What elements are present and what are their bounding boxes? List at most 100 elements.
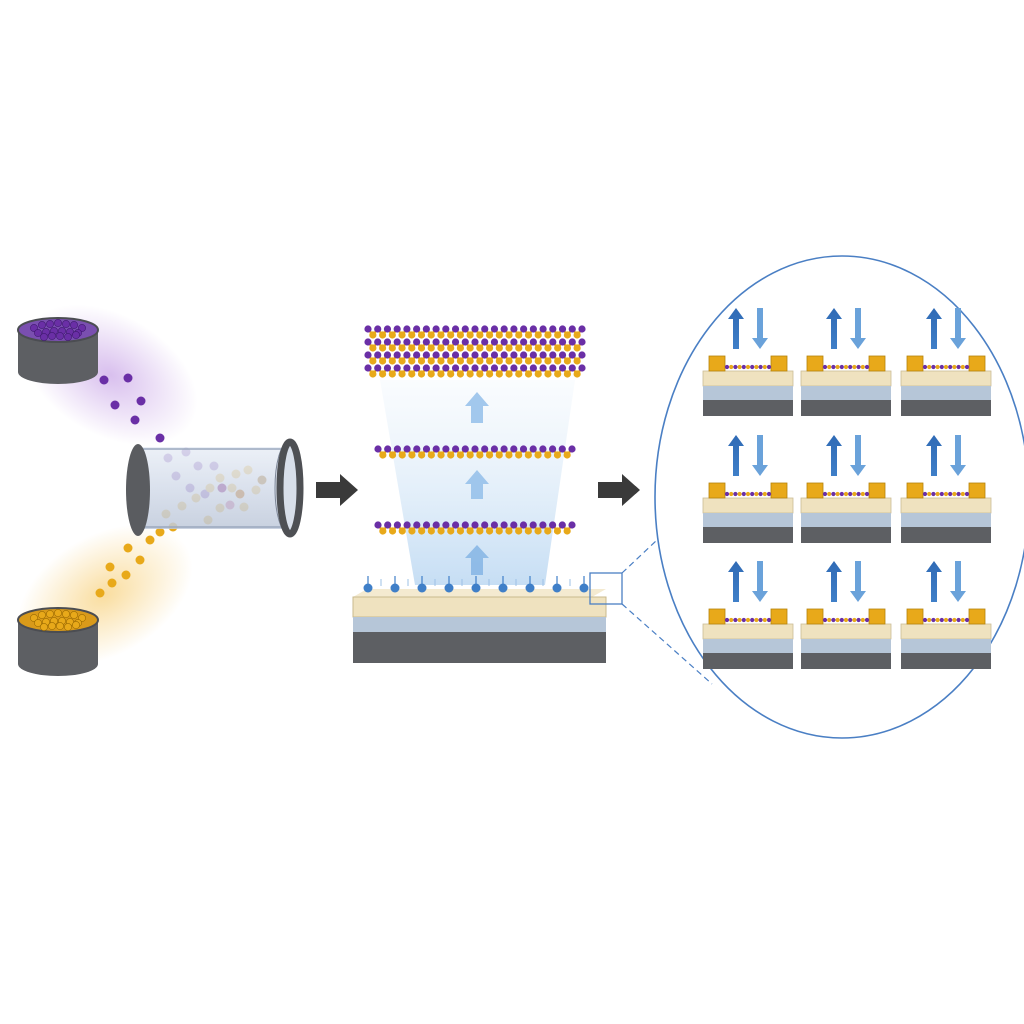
up-arrow-icon [826,308,842,349]
gold-atom [563,344,572,352]
purple-atom [578,364,586,372]
gold-atom [505,344,513,352]
gold-atom [418,527,426,535]
gold-atom [505,451,513,459]
purple-atom [364,338,372,346]
purple-atom [490,521,498,529]
gold-atom [534,527,542,535]
up-arrow-icon [465,392,489,423]
electrode-right [770,482,788,499]
gold-atom [495,451,503,459]
atomic-layer [364,338,586,352]
purple-atom [520,338,528,346]
nucleation-site [579,583,589,593]
gold-atom [437,451,445,459]
electrode-right [770,355,788,372]
gold-atom [505,331,513,339]
gold-atom [408,344,416,352]
purple-atom [383,338,392,346]
purple-atom [451,338,460,346]
purple-atom [393,351,401,359]
nucleation-site [525,583,535,593]
purple-atom [374,445,382,453]
gold-atom [427,331,435,339]
gold-atom [447,451,455,459]
gold-atom [505,370,513,378]
purple-atom [510,521,518,529]
electrode-left [906,482,924,499]
purple-atom [403,338,411,346]
gold-atom [427,357,435,365]
gold-particle [145,535,155,545]
purple-atom [558,351,567,359]
purple-atom [490,351,499,359]
gold-atom [495,370,503,378]
purple-atom [500,325,508,333]
bead [54,319,62,327]
gold-atom [398,527,406,535]
purple-atom [481,351,489,359]
purple-atom [383,325,392,333]
gold-atom [524,527,532,535]
gold-atom [485,331,494,339]
purple-atom [422,521,431,529]
purple-atom [510,364,518,372]
device-array [654,255,1024,739]
gold-atom [495,357,503,365]
gold-atom [466,331,474,339]
up-arrow-icon [728,435,744,476]
gold-atom [485,527,494,535]
up-arrow-icon [465,545,489,575]
purple-particle [110,400,120,410]
electrode-right [868,482,886,499]
gold-atom [573,357,581,365]
purple-beads [30,319,86,341]
gold-atom [573,331,581,339]
electrode-right [968,482,986,499]
purple-atom [558,521,566,529]
bead [34,329,42,337]
atomic-layer [374,445,576,459]
gold-atom [437,370,445,378]
purple-atom [403,325,411,333]
gold-atom [515,344,523,352]
zoom-connector [621,539,658,574]
purple-atom [539,338,547,346]
gold-particle [105,562,115,572]
bead [48,622,56,630]
gold-atom [408,357,416,365]
purple-atom [461,351,469,359]
gold-atom [378,331,387,339]
gold-atom [398,344,406,352]
purple-atom [461,364,469,372]
gold-atom [447,527,455,535]
purple-atom [471,338,479,346]
device-cell [702,308,794,416]
purple-atom [471,351,479,359]
gold-atom [563,357,572,365]
gold-atom [563,527,571,535]
gold-atom [447,357,455,365]
gold-atom [563,451,571,459]
purple-atom [452,445,460,453]
device-cell [900,435,992,543]
gold-atom [408,331,416,339]
purple-atom [383,351,392,359]
gold-atom [417,370,426,378]
device-cell [800,561,892,669]
purple-crucible [17,317,99,384]
gold-atom [553,527,562,535]
purple-atom [529,351,537,359]
gold-atom [388,357,396,365]
gold-atom [524,357,533,365]
purple-atom [529,521,537,529]
gold-atom [534,370,542,378]
up-arrow-icon [926,308,942,349]
purple-atom [403,364,411,372]
purple-atom [549,338,557,346]
purple-atom [471,521,479,529]
purple-atom [549,351,557,359]
purple-atom [413,445,421,453]
gold-atom [515,357,523,365]
